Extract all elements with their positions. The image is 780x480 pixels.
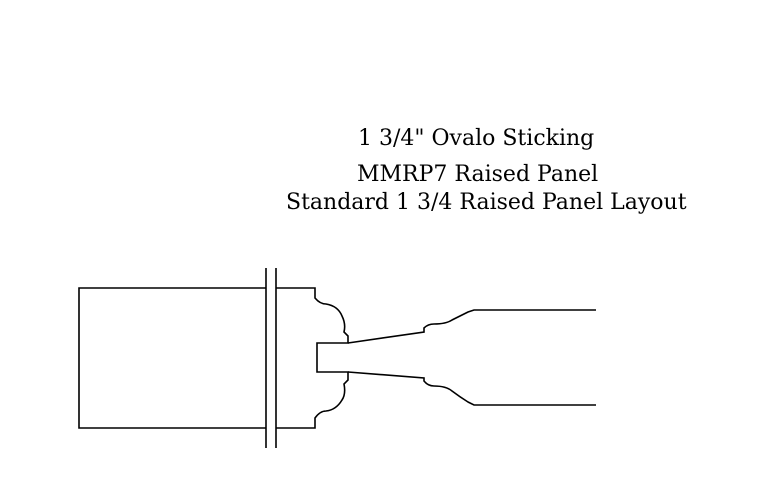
stile-body [78,287,266,429]
raised-panel-bottom [347,371,596,406]
panel-title: MMRP7 Raised Panel [357,162,599,187]
ovalo-sticking-profile [276,287,349,429]
raised-panel-top [347,309,596,344]
sticking-title: 1 3/4" Ovalo Sticking [358,126,595,151]
layout-title: Standard 1 3/4 Raised Panel Layout [286,190,687,215]
